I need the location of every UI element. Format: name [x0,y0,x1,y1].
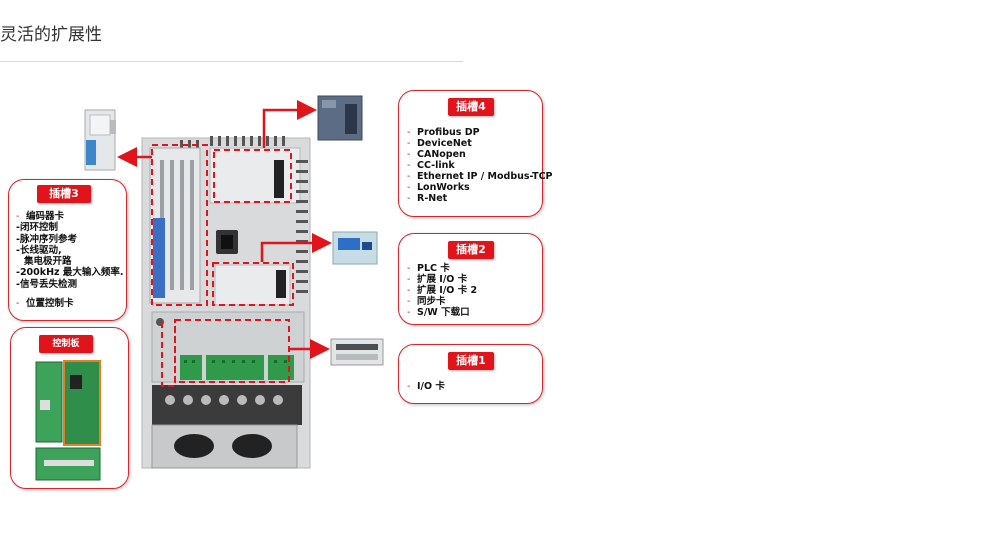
list-item: -信号丢失检测 [16,278,77,290]
list-item: -编码器卡 [16,211,65,222]
list-item: -闭环控制 [16,222,58,234]
slot3-list: -编码器卡 -闭环控制 -脉冲序列参考 -长线驱动, 集电极开路 -200kHz… [16,211,124,309]
slot4-list: -Profibus DP -DeviceNet -CANopen -CC-lin… [407,127,553,204]
title-divider [0,61,463,62]
list-item: -Ethernet IP / Modbus-TCP [407,171,553,182]
slot2-title: 插槽2 [448,241,494,259]
control-board-title: 控制板 [39,335,93,353]
list-item: -扩展 I/O 卡 2 [407,285,478,296]
list-item: -扩展 I/O 卡 [407,274,468,285]
list-item: 集电极开路 [24,256,72,268]
list-item: -长线驱动, [16,244,62,256]
slot2-module-image [332,231,378,265]
slot-arrows [117,100,332,359]
list-item: -I/O 卡 [407,381,445,392]
slot3-title: 插槽3 [37,185,91,203]
list-item: -CC-link [407,160,455,171]
slot-outlines [151,144,294,387]
list-item: -同步卡 [407,296,446,307]
list-item: -Profibus DP [407,127,480,138]
page-title: 灵活的扩展性 [0,25,102,45]
slot3-module-image [84,109,116,171]
list-item: -CANopen [407,149,466,160]
slot1-module-image [330,338,384,366]
list-item: -PLC 卡 [407,263,450,274]
slot4-title: 插槽4 [448,98,494,116]
slot1-card: 插槽1 -I/O 卡 [398,344,543,404]
list-item: -脉冲序列参考 [16,233,77,245]
list-item: -S/W 下载口 [407,307,470,318]
list-item: -200kHz 最大输入频率. [16,267,124,279]
slot4-card: 插槽4 -Profibus DP -DeviceNet -CANopen -CC… [398,90,553,217]
slot1-list: -I/O 卡 [407,381,445,392]
list-item: -DeviceNet [407,138,472,149]
slot4-module-image [317,95,363,141]
list-item: -LonWorks [407,182,470,193]
list-item: -位置控制卡 [16,298,74,310]
control-board-card: 控制板 [10,327,129,489]
inverter-body [141,136,311,469]
control-board-image [35,360,101,481]
list-item: -R-Net [407,193,448,204]
slot2-list: -PLC 卡 -扩展 I/O 卡 -扩展 I/O 卡 2 -同步卡 -S/W 下… [407,263,477,318]
slot1-title: 插槽1 [448,352,494,370]
slot3-card: 插槽3 -编码器卡 -闭环控制 -脉冲序列参考 -长线驱动, 集电极开路 -20… [8,179,127,321]
slot2-card: 插槽2 -PLC 卡 -扩展 I/O 卡 -扩展 I/O 卡 2 -同步卡 -S… [398,233,543,325]
